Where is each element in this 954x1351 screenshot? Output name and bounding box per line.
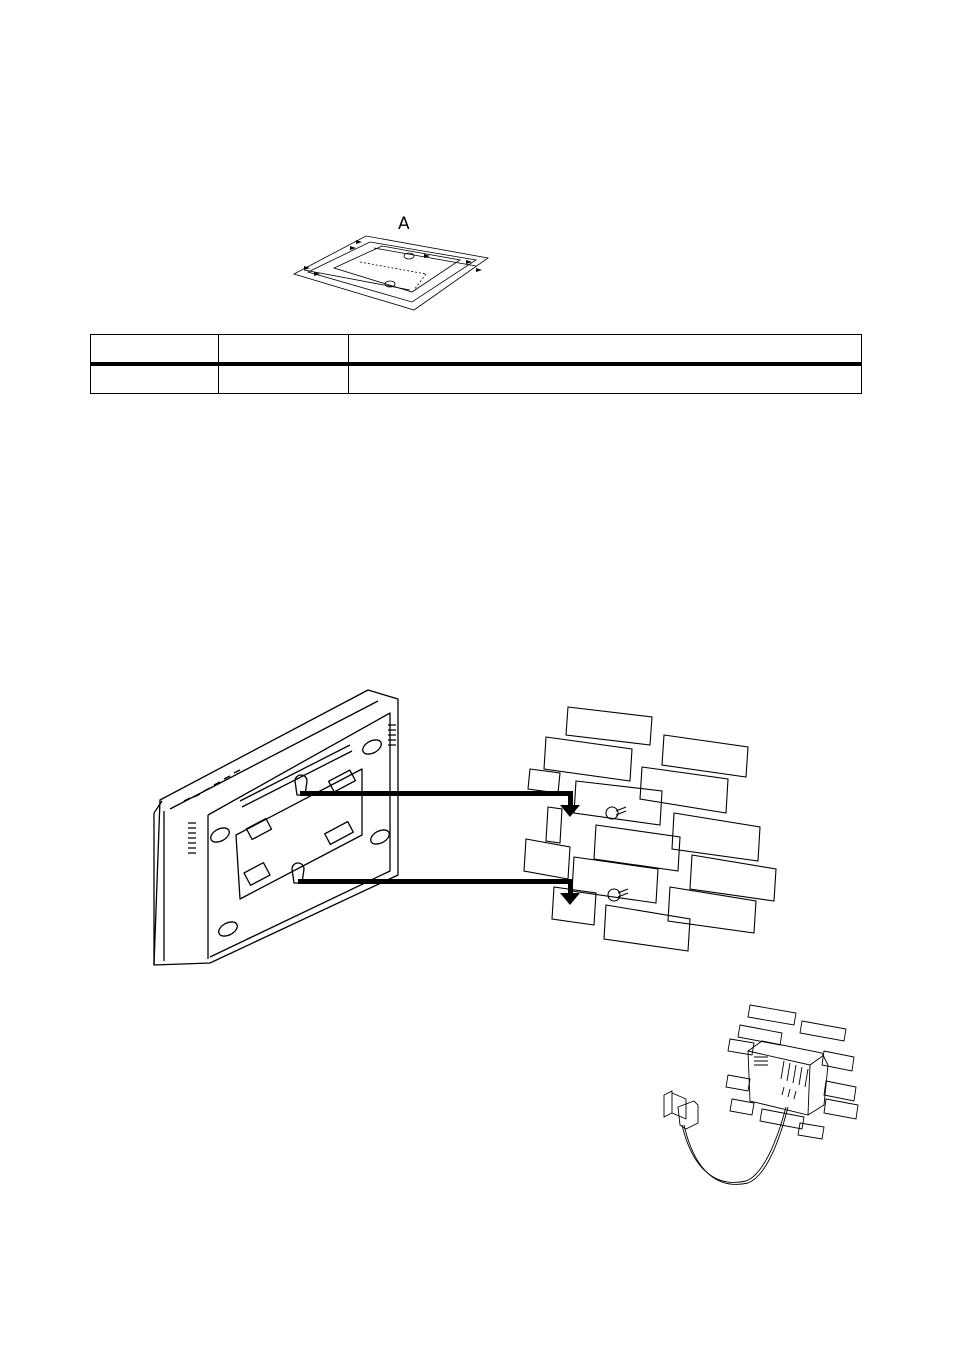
table-row [90, 334, 862, 366]
mounting-template-icon [292, 235, 490, 311]
figure-label: A [398, 214, 410, 234]
power-adapter-wall-icon [663, 1004, 859, 1185]
table-cell [218, 363, 349, 394]
table-cell [348, 334, 862, 366]
table-cell [90, 363, 219, 394]
table-row [90, 363, 862, 394]
table-cell [218, 334, 349, 366]
spec-table [90, 334, 862, 394]
table-cell [348, 363, 862, 394]
wall-mount-keyhole-icon [153, 689, 777, 966]
table-cell [90, 334, 219, 366]
